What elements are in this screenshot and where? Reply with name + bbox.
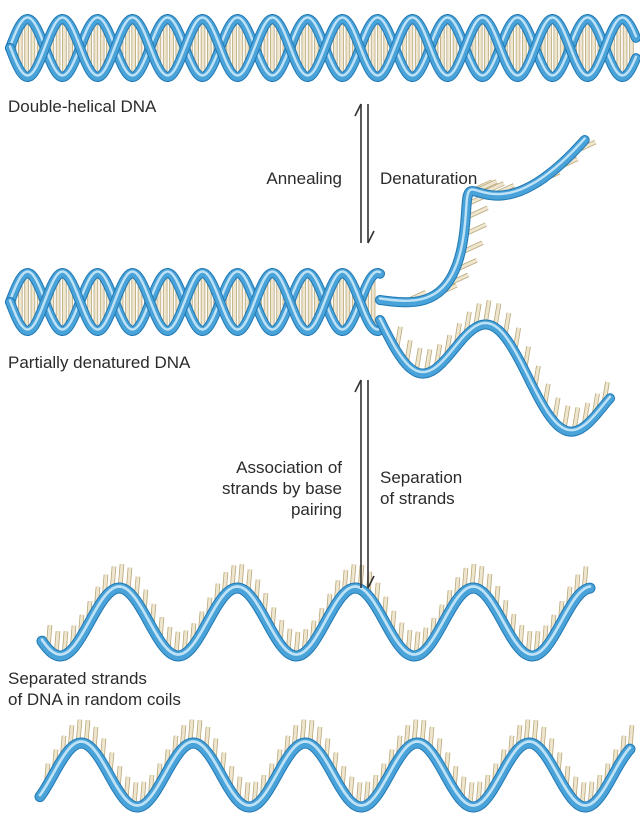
equilibrium-arrows-bottom	[355, 380, 374, 588]
partially-denatured-label: Partially denatured DNA	[8, 352, 190, 373]
separated-strand-lower	[40, 720, 632, 807]
double-helix-dna	[10, 18, 636, 78]
association-label: Association of strands by base pairing	[180, 457, 342, 520]
annealing-label: Annealing	[200, 168, 342, 189]
separated-strand-upper	[42, 564, 590, 656]
denaturation-arrow-head	[368, 231, 374, 243]
annealing-arrow-head	[355, 104, 361, 116]
unwound-strand-upper-edge	[380, 140, 585, 302]
separation-label: Separation of strands	[380, 467, 462, 509]
separated-strands-label: Separated strands of DNA in random coils	[8, 668, 181, 710]
denaturation-label: Denaturation	[380, 168, 477, 189]
double-helical-label: Double-helical DNA	[8, 96, 156, 117]
association-arrow-head	[355, 380, 361, 392]
equilibrium-arrows-top	[355, 104, 374, 243]
unwound-strand-upper-highlight	[380, 139, 585, 301]
